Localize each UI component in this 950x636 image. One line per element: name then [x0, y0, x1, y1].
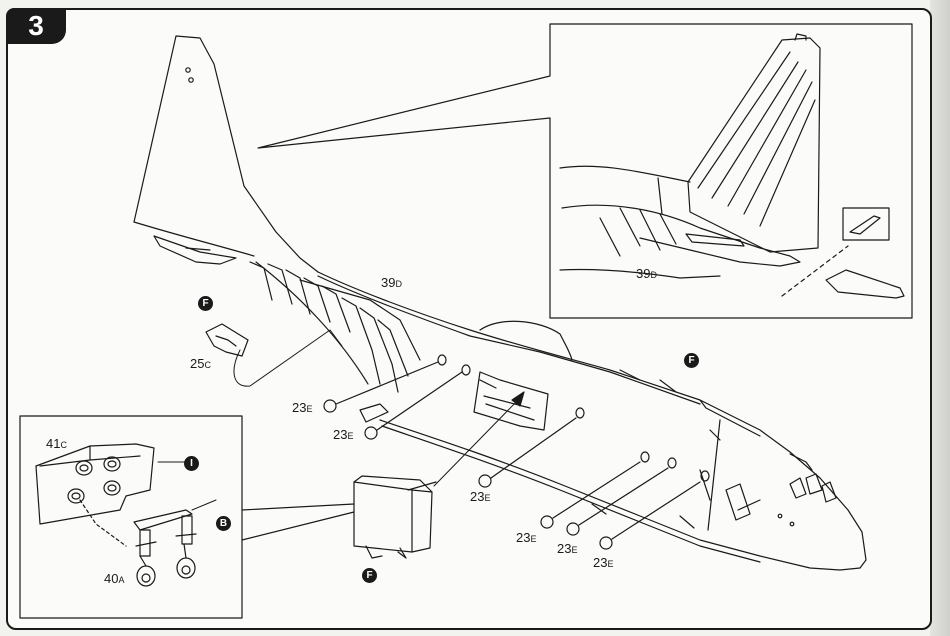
fuselage-bottom: [380, 420, 860, 570]
label-23e: 23E: [516, 530, 536, 545]
marker-f: F: [362, 568, 377, 583]
tail-fin: [134, 36, 318, 272]
marker-f: F: [198, 296, 213, 311]
marker-i: I: [184, 456, 199, 471]
label-39d-detail: 39D: [636, 266, 657, 281]
label-23e: 23E: [557, 541, 577, 556]
marker-b: B: [216, 516, 231, 531]
label-23e: 23E: [292, 400, 312, 415]
label-23e: 23E: [333, 427, 353, 442]
detail-inset-box: [258, 24, 912, 318]
label-25c: 25C: [190, 356, 211, 371]
label-39d-main: 39D: [381, 275, 402, 290]
marker-f: F: [684, 353, 699, 368]
label-23e: 23E: [470, 489, 490, 504]
label-23e: 23E: [593, 555, 613, 570]
label-41c: 41C: [46, 436, 67, 451]
label-40a: 40A: [104, 571, 124, 586]
